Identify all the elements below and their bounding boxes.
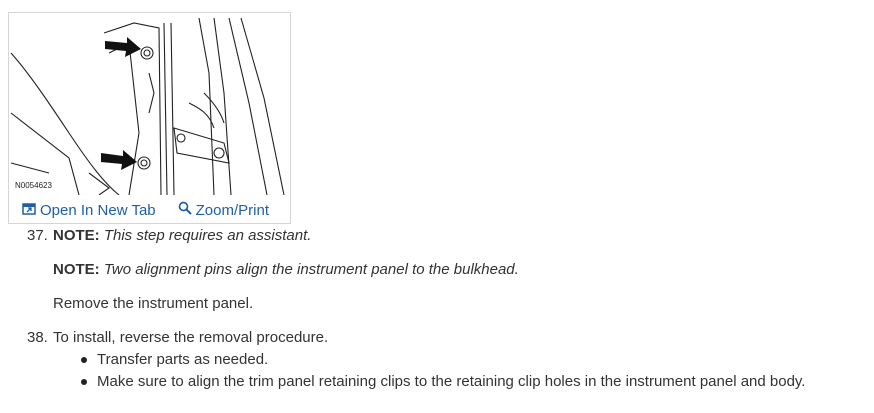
bullet-icon bbox=[81, 379, 87, 385]
note-paragraph: NOTE: Two alignment pins align the instr… bbox=[53, 260, 519, 280]
note-label: NOTE: bbox=[53, 227, 100, 244]
instrument-panel-illustration bbox=[10, 17, 285, 195]
note-text: This step requires an assistant. bbox=[103, 227, 312, 244]
list-item-text: Make sure to align the trim panel retain… bbox=[97, 373, 806, 390]
open-in-new-tab-link[interactable]: Open In New Tab bbox=[22, 202, 156, 219]
open-in-new-tab-label: Open In New Tab bbox=[40, 201, 156, 219]
note-text: Two alignment pins align the instrument … bbox=[103, 261, 519, 278]
bullet-icon bbox=[81, 357, 87, 363]
note-paragraph: NOTE: This step requires an assistant. bbox=[53, 226, 311, 246]
figure-container: N0054623 Open In New Tab Zoom/Print bbox=[8, 12, 291, 224]
step-text: To install, reverse the removal procedur… bbox=[53, 329, 329, 346]
bullet-list: Transfer parts as needed. Make sure to a… bbox=[78, 349, 805, 393]
new-tab-icon bbox=[22, 202, 36, 219]
step-number: 38. bbox=[27, 329, 48, 346]
step-text: Remove the instrument panel. bbox=[53, 295, 254, 312]
zoom-print-label: Zoom/Print bbox=[195, 201, 269, 219]
zoom-print-link[interactable]: Zoom/Print bbox=[178, 201, 269, 219]
list-item-text: Transfer parts as needed. bbox=[97, 351, 269, 368]
figure-id-label: N0054623 bbox=[15, 181, 52, 190]
list-item: Make sure to align the trim panel retain… bbox=[78, 371, 805, 393]
figure-actions: Open In New Tab Zoom/Print bbox=[9, 197, 290, 223]
step-number: 37. bbox=[27, 227, 48, 244]
list-item: Transfer parts as needed. bbox=[78, 349, 805, 371]
note-label: NOTE: bbox=[53, 261, 100, 278]
magnifier-icon bbox=[178, 201, 192, 219]
